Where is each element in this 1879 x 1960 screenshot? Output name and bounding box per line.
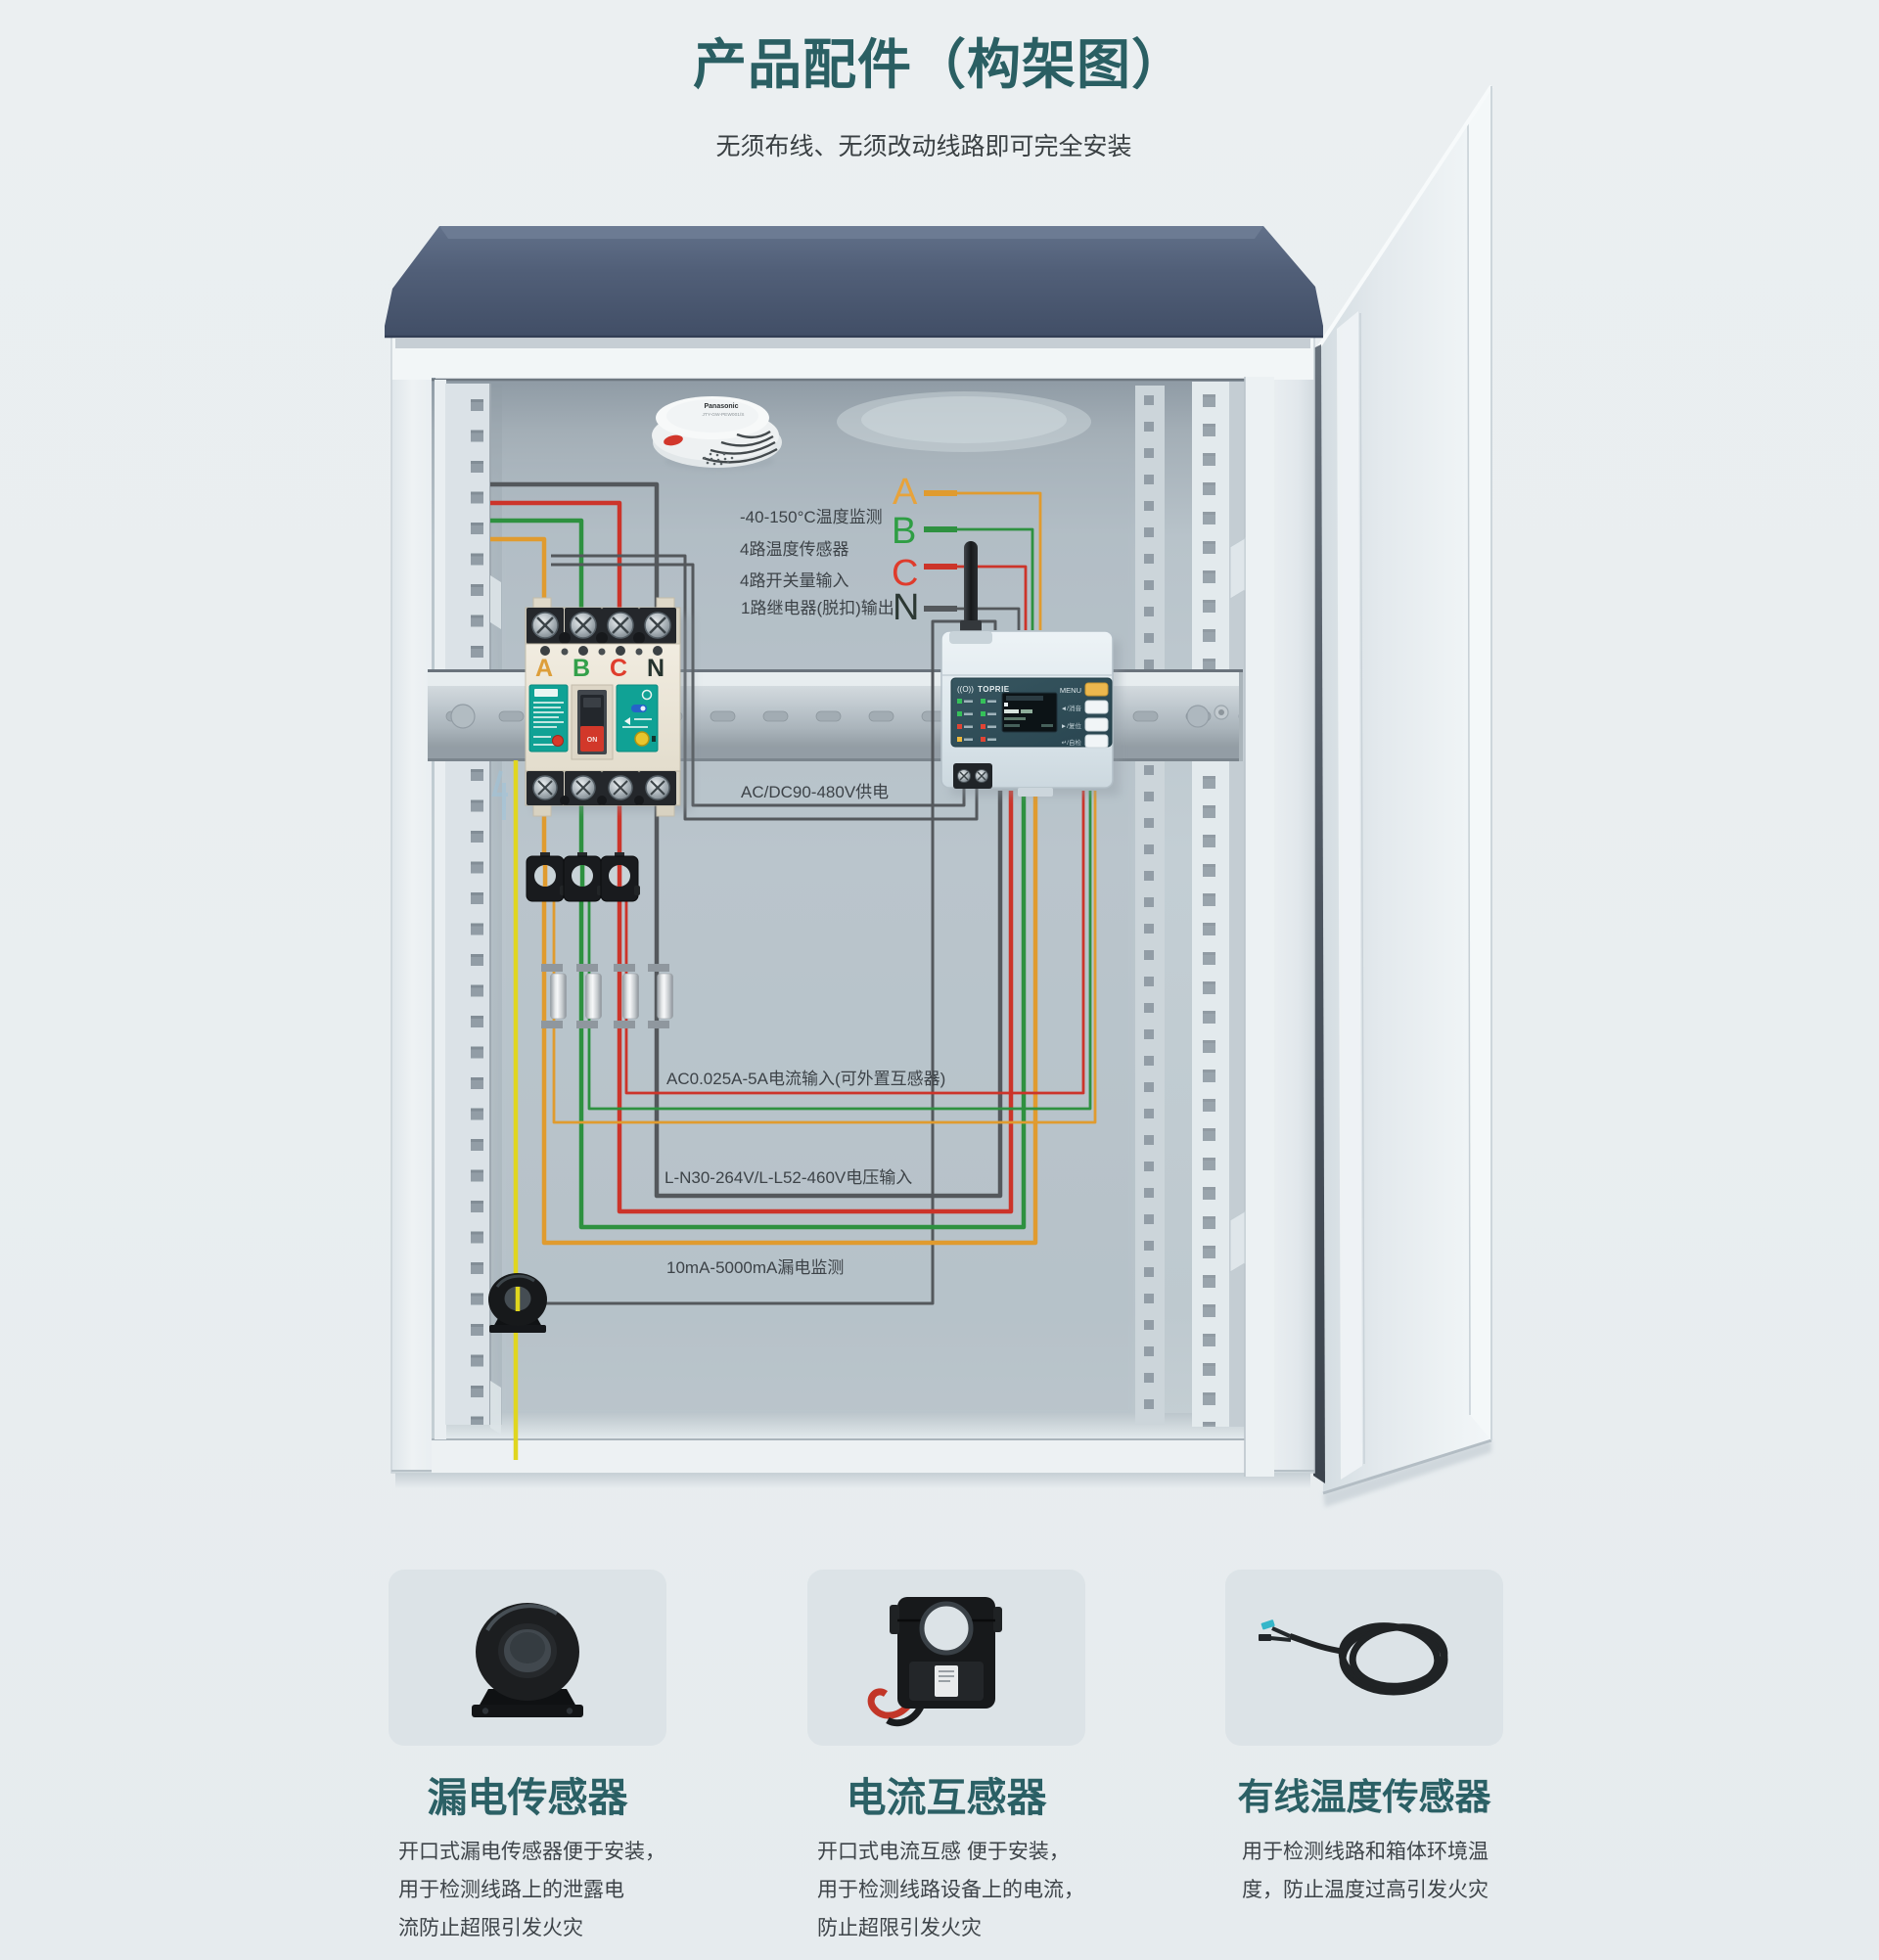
wire-neutral-top	[490, 481, 660, 608]
monitor-antenna	[964, 541, 978, 636]
monitor-button-reset	[1084, 717, 1109, 732]
monitor-menu-label: MENU	[1060, 686, 1081, 695]
wire-power-2	[551, 563, 966, 807]
breaker-pole-a: A	[535, 655, 553, 682]
breaker-pole-letters: A B C N	[535, 655, 665, 682]
leakage-sensor-icon	[472, 1603, 583, 1717]
card-desc: 用于检测线路和箱体环境温 度，防止温度过高引发火灾	[1242, 1841, 1489, 1901]
right-rack-strips	[1135, 377, 1274, 1477]
breaker-pole-c: C	[610, 655, 627, 682]
breaker-label-right	[616, 684, 659, 752]
fuse-a	[541, 964, 567, 1028]
ct-clamp-c	[600, 852, 640, 902]
temp-sensor-image	[1225, 1570, 1503, 1746]
monitor-buttons: MENU ◄/消音 ►/复位 ↵/自检	[1060, 682, 1109, 749]
monitor-btn-selftest-label: ↵/自检	[1062, 738, 1082, 747]
temp-sensor-icon	[1259, 1619, 1448, 1696]
card-desc: 开口式漏电传感器便于安装， 用于检测线路上的泄露电 流防止超限引发火灾	[398, 1841, 665, 1939]
product-card-temp-sensor: 有线温度传感器 用于检测线路和箱体环境温 度，防止温度过高引发火灾	[1225, 1570, 1503, 1909]
monitor-led-grid	[957, 699, 996, 742]
wire-c-top	[490, 500, 622, 608]
monitor-logo-mark: ((O))	[957, 685, 974, 694]
product-card-current-transformer: 电流互感器 开口式电流互感 便于安装， 用于检测线路设备上的电流， 防止超限引发…	[807, 1570, 1085, 1947]
left-rack-strip	[435, 380, 502, 1439]
wire-b-top	[490, 518, 584, 608]
breaker-screw-row	[540, 646, 663, 656]
smoke-detector-grille	[702, 430, 778, 464]
leakage-sensor-image	[389, 1570, 666, 1746]
monitor-button-menu	[1084, 682, 1109, 697]
wall-watermark	[491, 770, 508, 820]
current-transformer-image	[807, 1570, 1085, 1746]
fuse-n	[648, 964, 673, 1028]
smoke-detector: Panasonic JTY-GW-PEW001/S	[652, 396, 782, 471]
wire-a-top	[490, 536, 547, 608]
circuit-breaker: A B C N ON	[525, 597, 692, 817]
smoke-detector-brand: Panasonic	[704, 403, 738, 410]
breaker-switch-label: ON	[587, 737, 598, 744]
cabinet-door	[1309, 84, 1493, 1507]
breaker-trip-button	[634, 731, 650, 747]
smoke-detector-led	[664, 434, 683, 446]
monitor-btn-reset-label: ►/复位	[1061, 721, 1082, 730]
current-transformer-icon	[867, 1597, 1002, 1727]
breaker-label-left	[528, 684, 569, 752]
card-title: 漏电传感器	[427, 1775, 628, 1820]
smoke-detector-model: JTY-GW-PEW001/S	[703, 412, 745, 418]
wire-leakage	[533, 619, 997, 1305]
wire-b-main	[578, 791, 1027, 1230]
wire-n-main	[654, 791, 1003, 1199]
breaker-test-button	[552, 735, 564, 747]
smoke-detector-speaker	[703, 452, 734, 466]
card-desc: 开口式电流互感 便于安装， 用于检测线路设备上的电流， 防止超限引发火灾	[817, 1841, 1084, 1939]
product-card-leakage-sensor: 漏电传感器 开口式漏电传感器便于安装， 用于检测线路上的泄露电 流防止超限引发火…	[389, 1570, 666, 1947]
monitor-btn-mute-label: ◄/消音	[1061, 704, 1082, 712]
breaker-top-terminals	[527, 608, 676, 644]
fuse-c	[614, 964, 639, 1028]
wire-a-sensor	[924, 491, 1042, 630]
wire-power-1	[551, 554, 979, 821]
card-title: 有线温度传感器	[1237, 1777, 1491, 1817]
wire-b-sensor	[924, 527, 1034, 630]
monitor-device: ((O)) TOPRIE MENU	[940, 541, 1120, 797]
current-transformers	[526, 852, 640, 902]
rail-hole-left	[450, 704, 476, 729]
breaker-pole-b: B	[573, 655, 590, 682]
monitor-power-terminal	[953, 763, 992, 789]
rail-hole-right	[1186, 705, 1210, 728]
fuse-b	[576, 964, 602, 1028]
breaker-pole-n: N	[647, 655, 665, 682]
card-title: 电流互感器	[846, 1775, 1047, 1820]
leakage-ring	[488, 1273, 547, 1333]
cabinet-top-cap	[385, 226, 1323, 348]
wire-c-sensor	[924, 565, 1028, 630]
monitor-lcd	[1001, 692, 1058, 733]
monitor-button-selftest	[1084, 734, 1109, 749]
breaker-switch: ON	[571, 684, 614, 760]
wire-c-main	[617, 791, 1014, 1214]
fuse-assemblies	[541, 964, 673, 1028]
monitor-button-mute	[1084, 700, 1109, 714]
breaker-bottom-terminals	[527, 771, 676, 805]
monitor-brand: TOPRIE	[978, 685, 1010, 694]
